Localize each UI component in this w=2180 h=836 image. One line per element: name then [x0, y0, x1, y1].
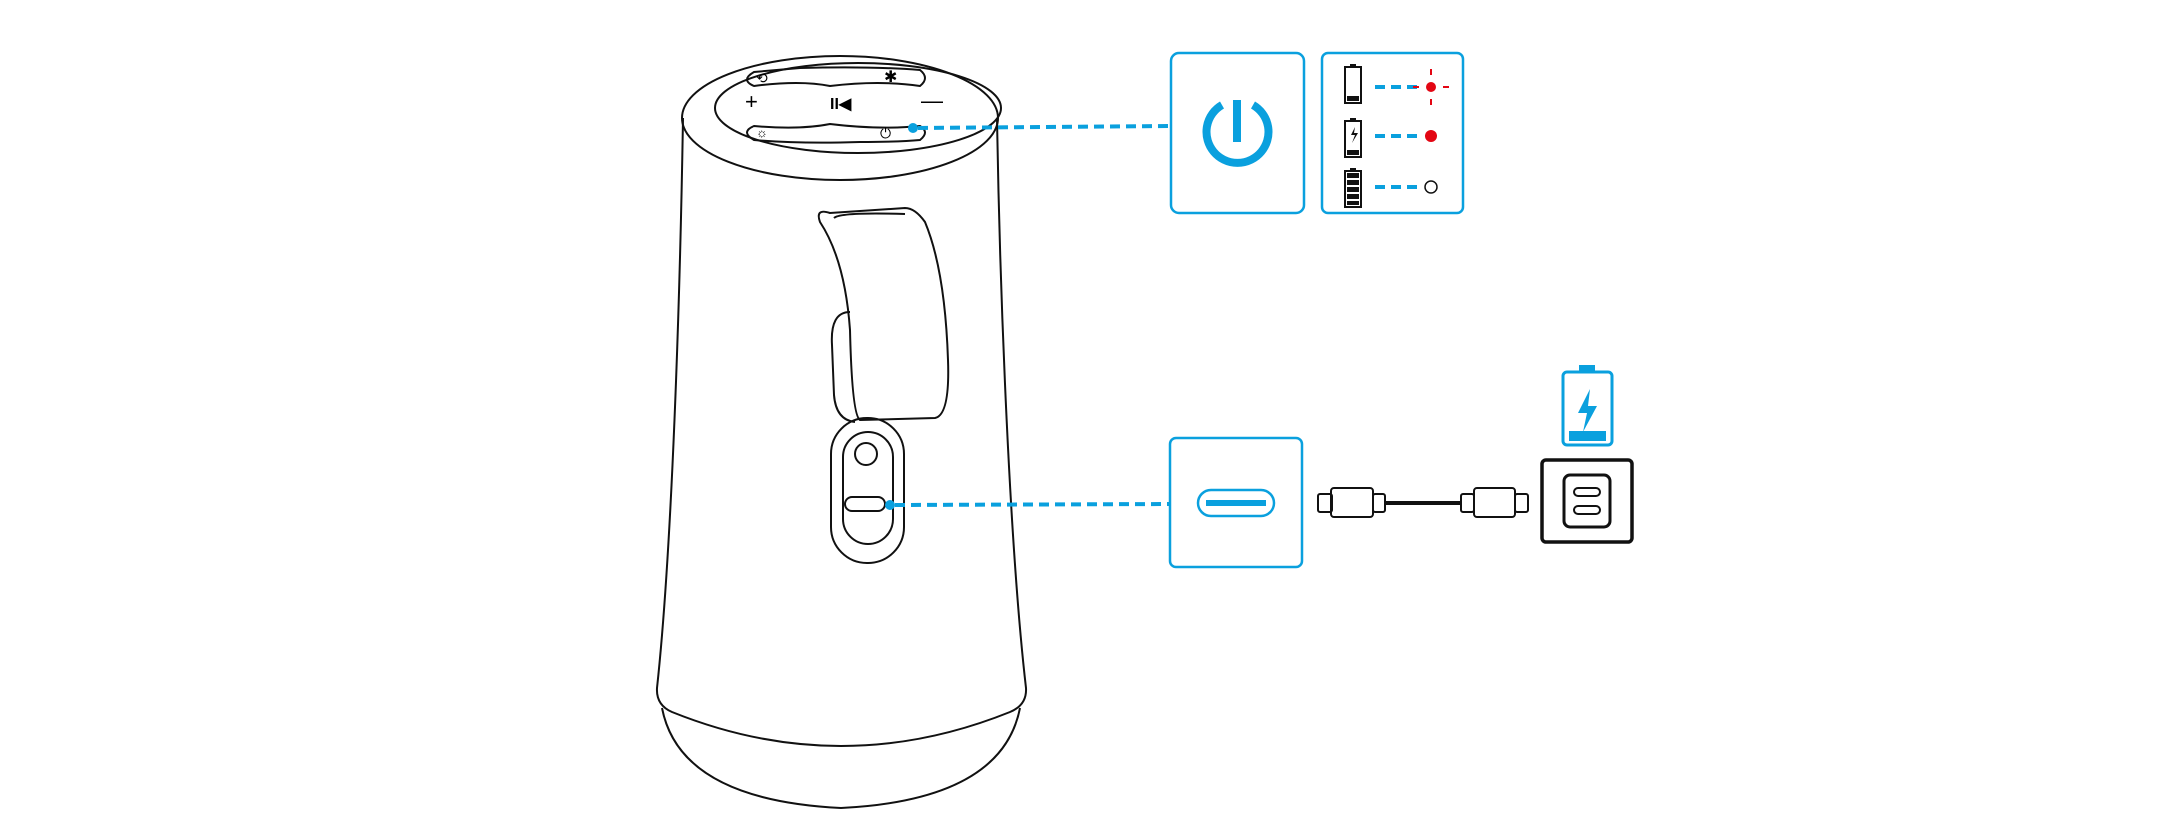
power-panel [1169, 51, 1306, 215]
port-cover [830, 417, 905, 564]
volume-up-icon[interactable]: + [745, 89, 758, 114]
usb-c-cable [1317, 487, 1529, 518]
usb-c-panel [1168, 436, 1304, 569]
speaker: ⟲ ✱ + II◀ — ☼ ⏻ [655, 55, 1028, 810]
control-panel [714, 62, 1002, 154]
red-flashing-indicator-icon [1413, 69, 1449, 105]
usb-c-port[interactable] [844, 496, 886, 512]
battery-status-panel [1320, 51, 1465, 215]
power-icon [1202, 100, 1273, 167]
port-recess [842, 431, 894, 545]
strap-loop [830, 311, 856, 423]
top-button-pill[interactable] [746, 66, 926, 88]
battery-low-icon [1344, 64, 1362, 104]
battery-full-icon [1344, 168, 1362, 208]
aux-button[interactable] [854, 442, 878, 466]
usb-c-port-icon [1196, 488, 1276, 518]
red-solid-indicator-icon [1425, 130, 1437, 142]
charging-battery-icon [1561, 365, 1614, 447]
strap[interactable] [817, 206, 950, 422]
battery-charging-icon [1344, 118, 1362, 158]
power-leader-line [917, 124, 1171, 130]
power-button-icon[interactable]: ⏻ [880, 125, 891, 141]
usb-port-marker [885, 500, 895, 510]
light-icon[interactable]: ☼ [756, 125, 768, 140]
voice-assistant-icon[interactable]: ⟲ [756, 70, 768, 86]
indicator-off-icon [1424, 180, 1438, 194]
speaker-body [655, 117, 1028, 747]
usb-leader-line [894, 502, 1171, 507]
speaker-base [661, 707, 1021, 810]
bottom-button-pill[interactable] [746, 122, 926, 144]
bluetooth-icon[interactable]: ✱ [884, 69, 897, 86]
power-button-marker [908, 123, 918, 133]
play-pause-icon[interactable]: II◀ [830, 96, 852, 113]
usb-c-charger-icon [1540, 458, 1634, 544]
volume-down-icon[interactable]: — [921, 88, 943, 113]
